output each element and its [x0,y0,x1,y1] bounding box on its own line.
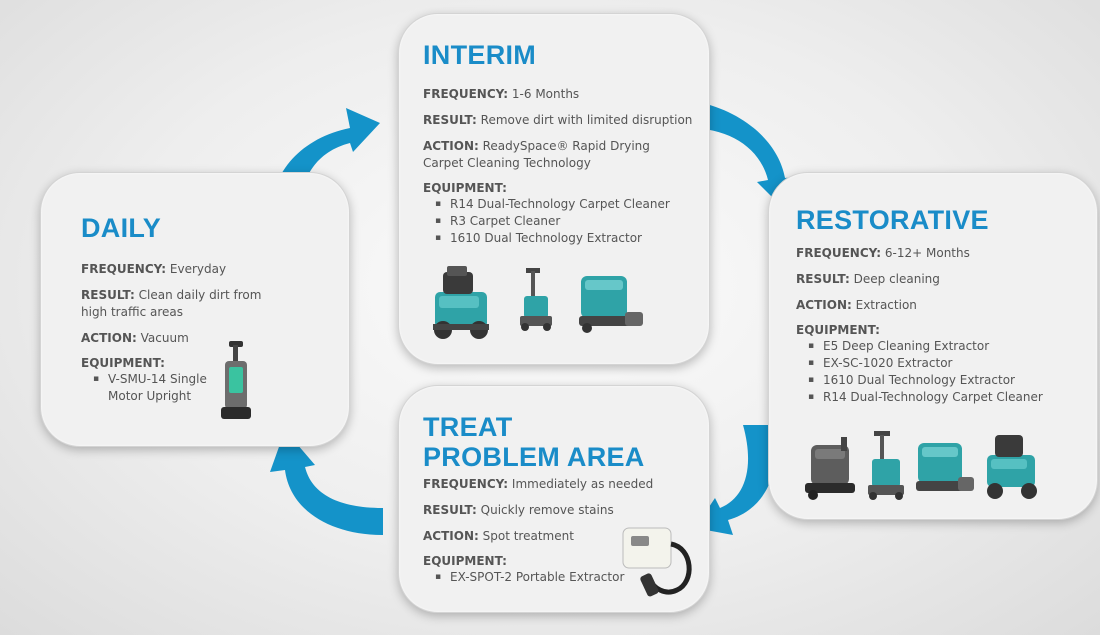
treat-title: TREAT PROBLEM AREA [423,412,709,472]
e5-extractor-machine [805,437,855,500]
list-item: 1610 Dual Technology Extractor [435,230,709,247]
spot-extractor-machine [622,527,692,597]
list-item: R14 Dual-Technology Carpet Cleaner [808,389,1097,406]
upright-vacuum-machine [221,341,251,419]
interim-action: ACTION: ReadySpace® Rapid Drying Carpet … [423,139,650,170]
daily-equipment-list: V-SMU-14 Single Motor Upright [81,371,221,405]
1610-extractor-machine [579,276,643,333]
restorative-equipment-label: EQUIPMENT: [796,323,880,337]
treat-equipment-list: EX-SPOT-2 Portable Extractor [423,569,709,586]
interim-frequency: FREQUENCY: 1-6 Months [423,87,580,101]
treat-action: ACTION: Spot treatment [423,529,574,543]
interim-result: RESULT: Remove dirt with limited disrupt… [423,113,693,127]
restorative-card: RESTORATIVE FREQUENCY: 6-12+ Months RESU… [768,172,1098,520]
treat-card: TREAT PROBLEM AREA FREQUENCY: Immediatel… [398,385,710,613]
ex-sc-1020-extractor-machine [868,431,904,500]
daily-title: DAILY [81,213,162,243]
treat-title-line1: TREAT [423,412,513,442]
interim-title: INTERIM [423,40,537,70]
list-item: V-SMU-14 Single Motor Upright [93,371,221,405]
interim-equipment-label: EQUIPMENT: [423,181,507,195]
list-item: R14 Dual-Technology Carpet Cleaner [435,196,709,213]
daily-result: RESULT: Clean daily dirt from high traff… [81,288,262,319]
arrow-restorative-to-treat [695,425,776,535]
daily-action: ACTION: Vacuum [81,331,189,345]
r14-ride-on-machine [433,266,489,339]
arrow-interim-to-restorative [688,100,800,210]
interim-card: INTERIM FREQUENCY: 1-6 Months RESULT: Re… [398,13,710,365]
treat-equipment-label: EQUIPMENT: [423,554,507,568]
restorative-action: ACTION: Extraction [796,298,917,312]
restorative-equipment-list: E5 Deep Cleaning Extractor EX-SC-1020 Ex… [796,338,1097,406]
restorative-frequency: FREQUENCY: 6-12+ Months [796,246,970,260]
restorative-title: RESTORATIVE [796,205,989,235]
daily-frequency: FREQUENCY: Everyday [81,262,227,276]
interim-equipment-list: R14 Dual-Technology Carpet Cleaner R3 Ca… [423,196,709,247]
list-item: EX-SC-1020 Extractor [808,355,1097,372]
r3-carpet-cleaner-machine [520,268,552,331]
list-item: E5 Deep Cleaning Extractor [808,338,1097,355]
1610-extractor-machine [916,443,974,491]
treat-frequency: FREQUENCY: Immediately as needed [423,477,654,491]
treat-title-line2: PROBLEM AREA [423,442,645,472]
list-item: R3 Carpet Cleaner [435,213,709,230]
daily-equipment-label: EQUIPMENT: [81,356,165,370]
treat-result: RESULT: Quickly remove stains [423,503,614,517]
daily-card: DAILY FREQUENCY: Everyday RESULT: Clean … [40,172,350,447]
list-item: 1610 Dual Technology Extractor [808,372,1097,389]
list-item: EX-SPOT-2 Portable Extractor [435,569,709,586]
restorative-result: RESULT: Deep cleaning [796,272,940,286]
arrow-treat-to-daily [270,430,383,535]
r14-ride-on-machine [987,435,1037,499]
